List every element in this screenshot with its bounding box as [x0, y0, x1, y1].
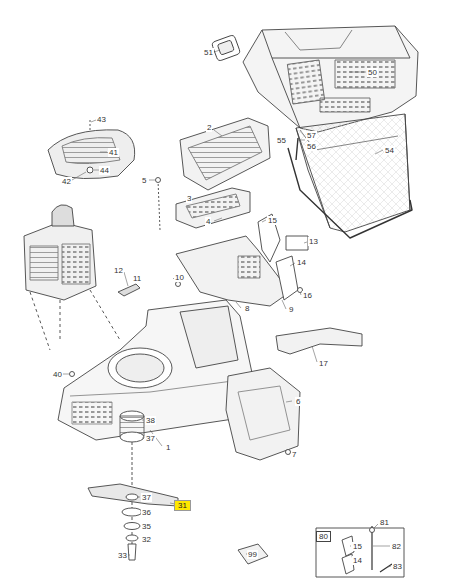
callout-number: 5	[141, 176, 147, 185]
callout-number: 37	[141, 493, 152, 502]
callout-number: 10	[174, 273, 185, 282]
callout-number: 37	[145, 434, 156, 443]
highlighted-callout: 31	[174, 500, 191, 511]
callout-number: 56	[306, 142, 317, 151]
callout-number: 40	[52, 370, 63, 379]
callout-number: 14	[296, 258, 307, 267]
callout-number: 7	[291, 450, 297, 459]
callout-number: 14	[352, 556, 363, 565]
callout-number: 44	[99, 166, 110, 175]
callout-number: 33	[117, 551, 128, 560]
callout-number: 15	[352, 542, 363, 551]
callout-number: 8	[244, 304, 250, 313]
callout-number: 32	[141, 535, 152, 544]
callout-number: 11	[132, 274, 142, 283]
callout-number: 16	[302, 291, 313, 300]
callout-number: 1	[165, 443, 171, 452]
callout-number: 4	[205, 217, 211, 226]
callout-number: 36	[141, 508, 152, 517]
callout-number: 80	[316, 531, 331, 542]
callout-number: 13	[308, 237, 319, 246]
callout-number: 54	[384, 146, 395, 155]
callout-number: 9	[288, 305, 294, 314]
callout-number: 3	[186, 194, 192, 203]
callout-number: 6	[295, 397, 301, 406]
callout-number: 41	[108, 148, 119, 157]
callout-number: 43	[96, 115, 107, 124]
callout-number: 17	[318, 359, 329, 368]
callout-number: 35	[141, 522, 152, 531]
callout-number: 38	[145, 416, 156, 425]
callout-number: 55	[276, 136, 287, 145]
callout-number: 83	[392, 562, 403, 571]
callout-number: 81	[379, 518, 390, 527]
callout-number: 57	[306, 131, 317, 140]
callout-number: 42	[61, 177, 72, 186]
callout-number: 2	[206, 123, 212, 132]
callout-number: 51	[203, 48, 214, 57]
callout-number: 99	[247, 550, 258, 559]
callout-number: 15	[267, 216, 278, 225]
callout-number: 82	[391, 542, 402, 551]
callout-number: 50	[367, 68, 378, 77]
callout-number: 12	[113, 266, 124, 275]
